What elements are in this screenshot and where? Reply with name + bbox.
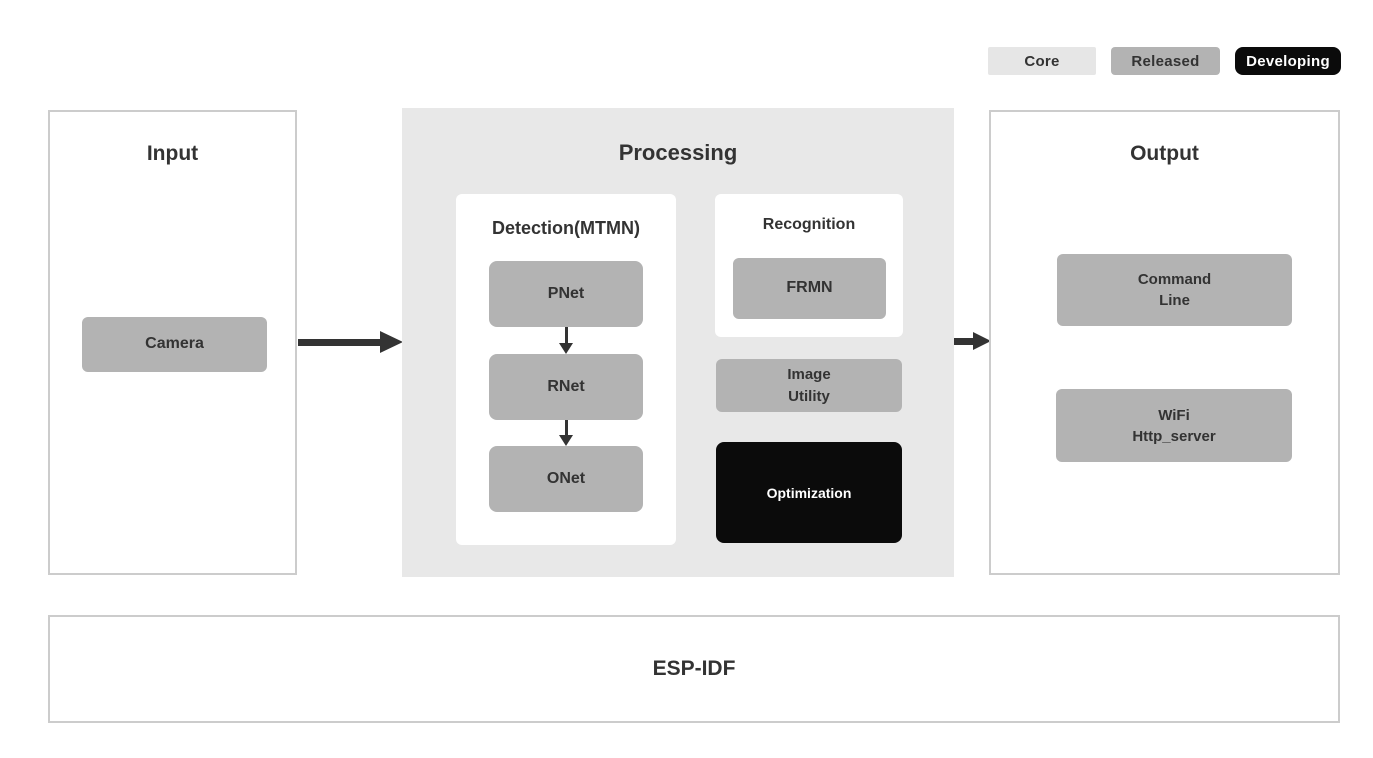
- pnet-to-rnet-arrow: [559, 327, 573, 354]
- recognition-card-title: Recognition: [762, 216, 856, 233]
- arrow-head-icon: [380, 331, 403, 353]
- detection-card: Detection(MTMN) PNet RNet ONet: [456, 194, 676, 545]
- detection-card-title: Detection(MTMN): [492, 218, 640, 238]
- esp-idf-label: ESP-IDF: [652, 657, 736, 680]
- processing-to-output-arrow: [954, 332, 991, 350]
- output-panel: Output Command Line WiFi Http_server: [989, 110, 1340, 575]
- optimization-node: Optimization: [716, 442, 902, 543]
- recognition-card: Recognition FRMN: [715, 194, 903, 337]
- arrow-head-icon: [559, 435, 573, 446]
- frmn-node: FRMN: [733, 258, 886, 319]
- camera-node: Camera: [82, 317, 267, 372]
- pnet-node: PNet: [489, 261, 643, 327]
- rnet-to-onet-arrow: [559, 420, 573, 446]
- output-panel-title: Output: [1130, 142, 1199, 165]
- processing-panel: Processing Detection(MTMN) PNet RNet ONe…: [402, 108, 954, 577]
- arrow-head-icon: [973, 332, 991, 350]
- esp-idf-panel: ESP-IDF: [48, 615, 1340, 723]
- input-to-processing-arrow: [298, 331, 403, 353]
- legend: Core Released Developing: [988, 47, 1341, 75]
- processing-panel-title: Processing: [618, 140, 738, 165]
- arrow-head-icon: [559, 343, 573, 354]
- arrow-shaft: [298, 338, 380, 346]
- legend-developing-badge: Developing: [1235, 47, 1341, 75]
- onet-node: ONet: [489, 446, 643, 512]
- arrow-shaft: [564, 420, 568, 435]
- legend-core-badge: Core: [988, 47, 1096, 75]
- input-panel-title: Input: [146, 142, 199, 165]
- wifi-http-server-node: WiFi Http_server: [1056, 389, 1292, 462]
- command-line-node: Command Line: [1057, 254, 1292, 326]
- image-utility-node: Image Utility: [716, 359, 902, 412]
- input-panel: Input Camera: [48, 110, 297, 575]
- rnet-node: RNet: [489, 354, 643, 420]
- arrow-shaft: [564, 327, 568, 343]
- arrow-shaft: [954, 337, 973, 345]
- legend-released-badge: Released: [1111, 47, 1220, 75]
